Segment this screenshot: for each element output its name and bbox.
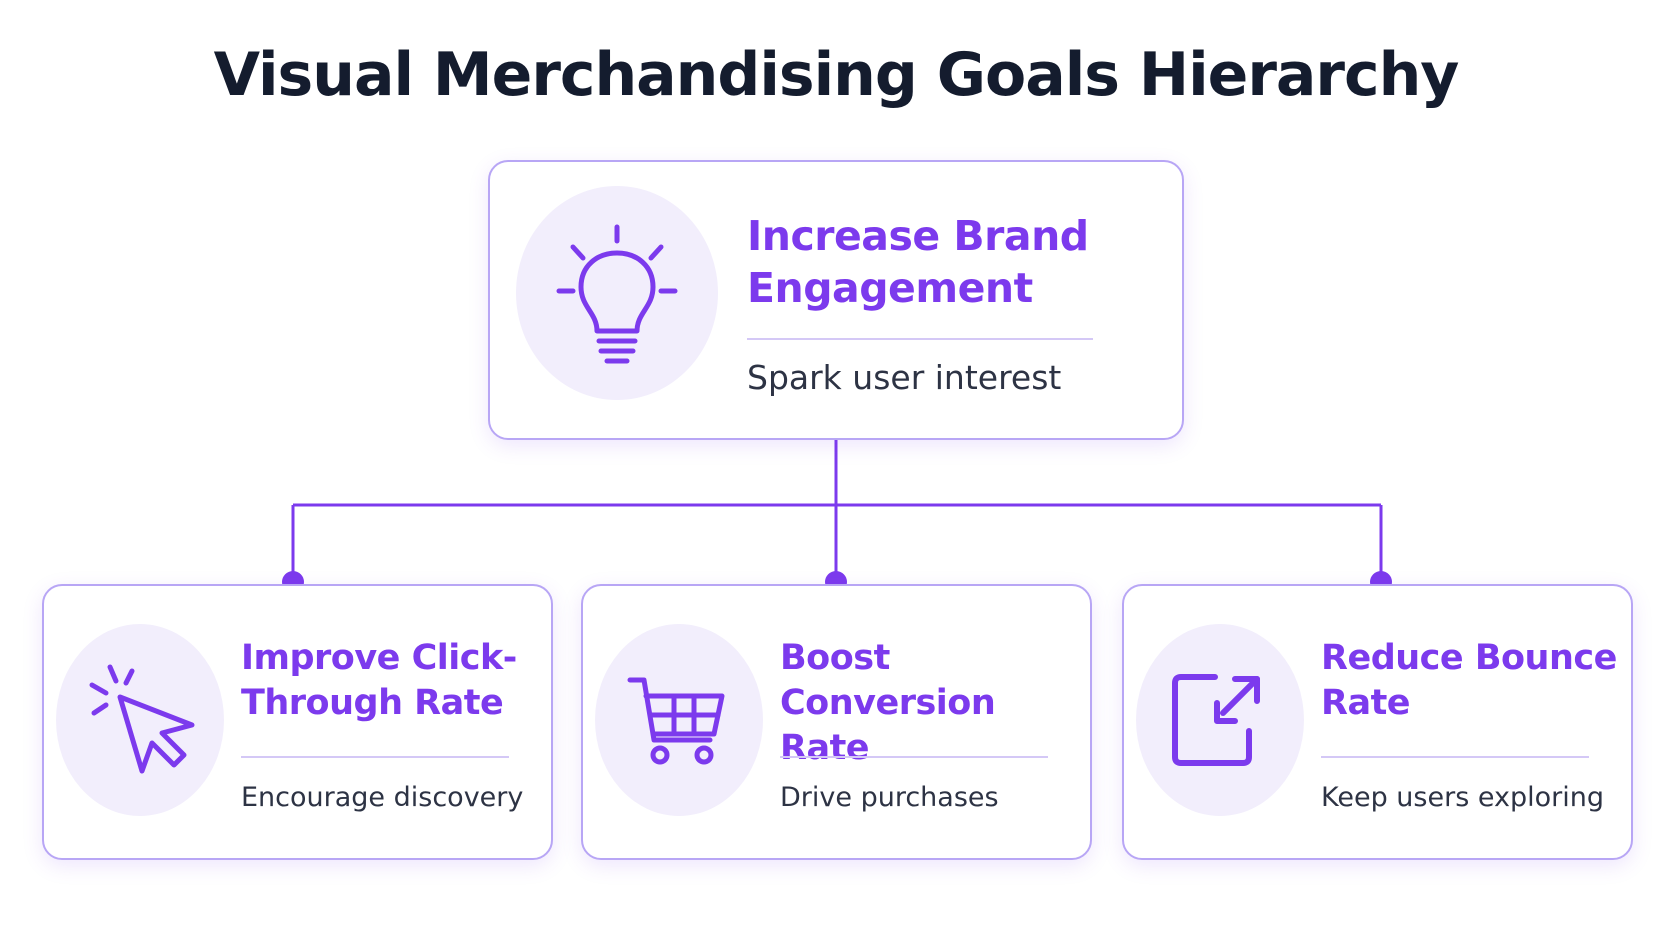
page-title: Visual Merchandising Goals Hierarchy (213, 40, 1460, 110)
divider (1321, 756, 1589, 758)
goal-card-click-through-rate: Improve Click- Through Rate Encourage di… (42, 584, 553, 860)
goal-card-brand-engagement: Increase Brand Engagement Spark user int… (488, 160, 1184, 440)
goal-card-conversion-rate: Boost Conversion Rate Drive purchases (581, 584, 1092, 860)
goal-title: Increase Brand Engagement (747, 212, 1089, 313)
shopping-cart-icon (595, 624, 763, 816)
goal-subtitle: Keep users exploring (1321, 782, 1604, 813)
goal-title: Boost Conversion Rate (780, 638, 996, 768)
divider (747, 338, 1093, 340)
goal-subtitle: Drive purchases (780, 782, 999, 813)
goal-subtitle: Spark user interest (747, 358, 1062, 397)
goal-title: Reduce Bounce Rate (1321, 638, 1617, 723)
goal-subtitle: Encourage discovery (241, 782, 524, 813)
divider (780, 756, 1048, 758)
expand-arrow-icon (1136, 624, 1304, 816)
lightbulb-icon (516, 186, 718, 400)
cursor-click-icon (56, 624, 224, 816)
goal-title: Improve Click- Through Rate (241, 638, 517, 723)
goal-card-bounce-rate: Reduce Bounce Rate Keep users exploring (1122, 584, 1633, 860)
divider (241, 756, 509, 758)
